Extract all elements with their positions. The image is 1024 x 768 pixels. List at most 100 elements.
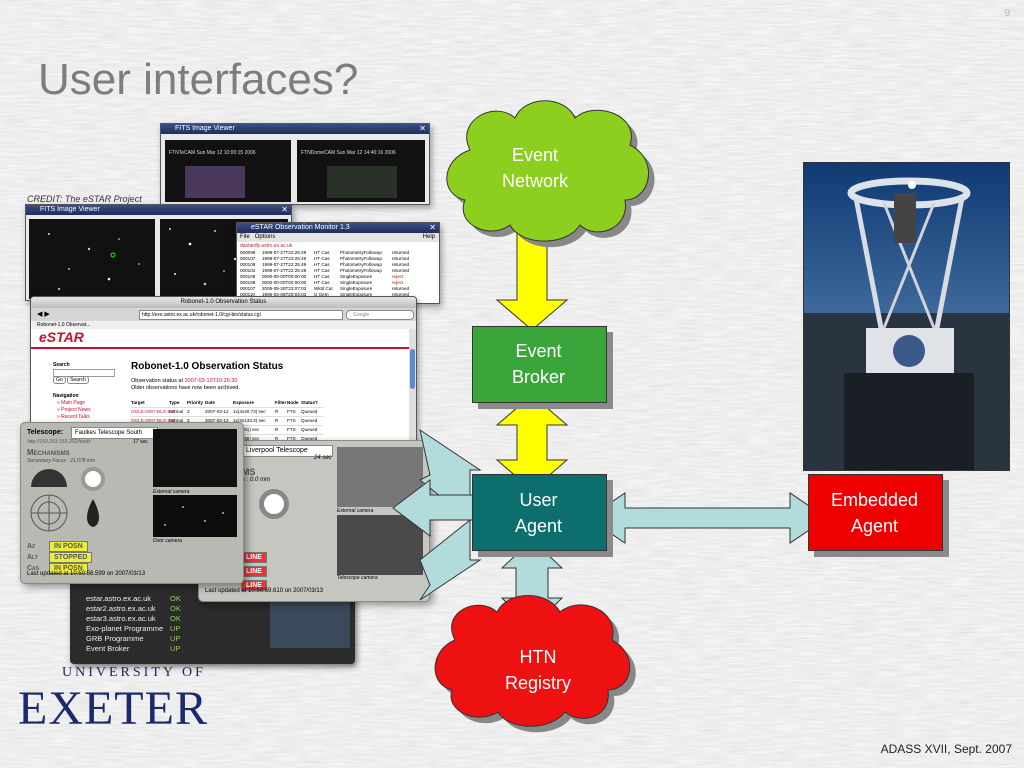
column-header[interactable]: Target <box>131 400 145 405</box>
fits-image-viewer-window-1[interactable]: FITS Image Viewer✕ FTNTeCAM Sun Mar 12 1… <box>160 123 430 205</box>
menu-file[interactable]: File <box>240 234 250 240</box>
column-header[interactable]: Status? <box>301 400 318 405</box>
navigation-label: Navigation <box>53 393 79 399</box>
node-name: estar2.astro.ex.ac.uk <box>86 604 156 613</box>
table-cell: 0000-00-00T00:00:00 <box>262 274 307 279</box>
back-icon[interactable]: ◀ ▶ <box>37 311 50 318</box>
embedded-agent-label: Embedded Agent <box>830 490 919 536</box>
table-cell: 3 <box>187 409 190 414</box>
close-icon[interactable]: ✕ <box>429 223 436 232</box>
status-time: 2007-03-13T10:26:30 <box>184 378 238 384</box>
estar-header: eSTAR <box>31 329 409 349</box>
agent-embedded-arrow <box>587 492 828 544</box>
table-cell: R <box>275 418 279 423</box>
focus-readout: Secondary Focus : 21.578 mm <box>27 458 96 464</box>
node-name: GRB Programme <box>86 634 144 643</box>
node-status: OK <box>170 604 181 613</box>
close-icon[interactable]: ✕ <box>281 205 288 214</box>
status-badge-az: IN POSN <box>49 541 88 552</box>
column-header[interactable]: Filter <box>275 400 287 405</box>
event-network-cloud <box>446 100 655 248</box>
table-cell: Wkld Cat <box>314 286 333 291</box>
telescope-camera-image <box>337 515 423 575</box>
table-cell: 000104 <box>240 268 256 273</box>
menu-help[interactable]: Help <box>422 234 435 240</box>
external-camera-image <box>153 429 237 487</box>
table-cell: FTS <box>287 436 296 441</box>
table-cell: 2005-05-26T23:07:03 <box>262 286 307 291</box>
table-cell: R <box>275 409 279 414</box>
table-cell: 1x(4x40.73) sec <box>233 409 266 414</box>
node-status: UP <box>170 644 181 653</box>
table-cell: 000108 <box>240 262 256 267</box>
nav-item-recent-talks[interactable]: » Recent Talks <box>57 414 90 420</box>
browser-titlebar: Robonet-1.0 Observation Status <box>31 297 416 308</box>
menu-options[interactable]: Options <box>254 234 276 240</box>
slide-footer: ADASS XVII, Sept. 2007 <box>880 742 1012 756</box>
table-cell: 000107 <box>240 256 256 261</box>
table-cell: 1x(4x81) sec <box>233 427 260 432</box>
axis-label-alt: Alt <box>27 554 38 561</box>
mechanism-dials <box>30 467 105 532</box>
browser-scrollbar[interactable] <box>409 329 416 447</box>
nav-item-project-news[interactable]: » Project News <box>57 407 91 413</box>
table-cell: 1x(2x88) sec <box>233 436 260 441</box>
table-cell: PhotometryFollowup <box>340 262 382 267</box>
navigation-list: » Main Page » Project News » Recent Talk… <box>57 400 91 421</box>
search-input[interactable]: Google <box>346 310 414 320</box>
focus-readout: s : 0.0 mm <box>242 477 271 483</box>
window-title: eSTAR Observation Monitor 1.3 <box>251 224 350 231</box>
column-header[interactable]: Type <box>169 400 180 405</box>
table-cell: PhotometryFollowup <box>340 268 382 273</box>
telescope-panel-liverpool[interactable]: Liverpool Telescope 24 sec MS s : 0.0 mm… <box>198 440 430 602</box>
browser-tab[interactable]: Robonet-1.0 Observat... <box>31 321 416 329</box>
node-status: OK <box>170 594 181 603</box>
go-button[interactable]: Go <box>53 376 66 384</box>
table-cell[interactable]: OGLE-2007-BLG-055 <box>131 418 176 423</box>
column-header[interactable]: Date <box>205 400 215 405</box>
menu-bar: File Options Help <box>237 233 439 242</box>
column-header[interactable]: Exposure <box>233 400 254 405</box>
monitor-host: dastardly.astro.ex.ac.uk <box>240 243 293 249</box>
column-header[interactable]: Priority <box>187 400 204 405</box>
door-camera-view <box>164 506 224 526</box>
table-cell: Queued <box>301 436 318 441</box>
column-header[interactable]: Node <box>287 400 299 405</box>
observation-monitor-window[interactable]: eSTAR Observation Monitor 1.3 ✕ File Opti… <box>236 222 440 304</box>
list-item: estar2.astro.ex.ac.uk OK <box>86 604 181 614</box>
nav-item-main-page[interactable]: » Main Page <box>57 400 86 406</box>
telescope-photo <box>803 162 1010 471</box>
telescope-label: Telescope: <box>27 429 64 436</box>
table-cell: returned <box>392 250 410 255</box>
last-updated: Last updated at 10:50:56.599 on 2007/03/… <box>27 571 146 577</box>
url-input[interactable]: http://exo.astro.ex.ac.uk/robonet-1.0/cg… <box>139 310 343 320</box>
close-icon[interactable]: ✕ <box>419 124 426 133</box>
event-broker-label: Event Broker <box>511 341 565 387</box>
sidebar-search-input[interactable] <box>53 369 115 377</box>
table-cell[interactable]: OGLE-2007-BLG-057 <box>131 409 176 414</box>
camera-caption: Telescope camera <box>337 575 378 581</box>
table-cell: HT Cas <box>314 256 330 261</box>
table-cell: 000110 <box>240 292 255 297</box>
logo-university-of: UNIVERSITY OF <box>62 665 206 680</box>
telescope-illustration <box>804 163 1009 470</box>
htn-registry-label: HTN Registry <box>504 647 571 693</box>
table-cell: Queued <box>301 409 318 414</box>
table-cell: Queued <box>301 418 318 423</box>
telescope-panel-faulkes[interactable]: Telescope: Faulkes Telescope South http:… <box>20 422 244 584</box>
search-button[interactable]: Search <box>67 376 89 384</box>
